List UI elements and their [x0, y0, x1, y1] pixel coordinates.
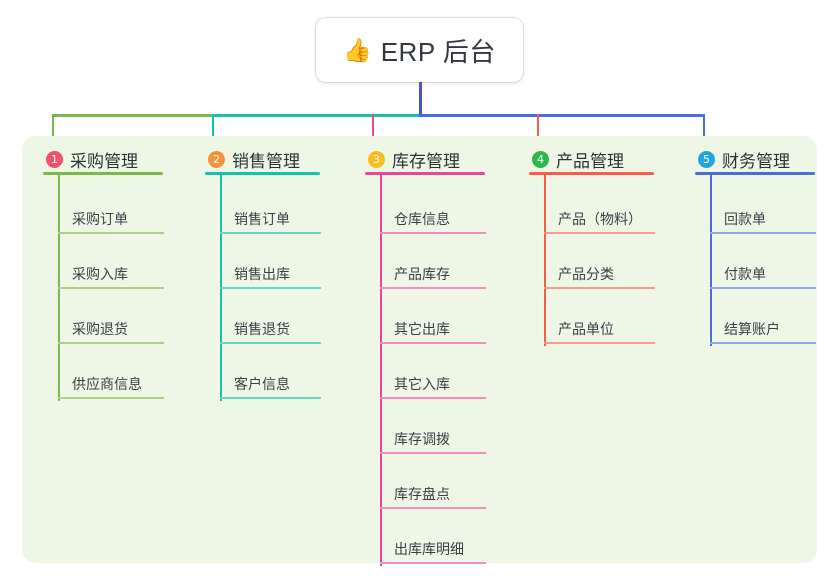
branch-heading-rule: [695, 172, 815, 175]
leaf-label: 销售退货: [234, 321, 290, 337]
leaf-item[interactable]: 销售出库: [220, 263, 321, 289]
leaf-rule: [544, 287, 655, 289]
root-title: ERP 后台: [380, 36, 496, 67]
leaf-rule: [220, 287, 321, 289]
leaf-rule: [710, 287, 816, 289]
leaf-label: 采购订单: [72, 211, 128, 227]
leaf-label: 产品单位: [558, 321, 614, 337]
leaf-rule: [58, 287, 164, 289]
leaf-item[interactable]: 回款单: [710, 208, 816, 234]
branch-heading-label: 销售管理: [232, 151, 300, 171]
leaf-label: 结算账户: [724, 321, 780, 337]
leaf-label: 产品库存: [394, 266, 450, 282]
branch-number-badge: 5: [698, 150, 715, 168]
leaf-label: 采购入库: [72, 266, 128, 282]
trunk-segment-indigo: [419, 114, 705, 117]
leaf-label: 销售出库: [234, 266, 290, 282]
leaf-label: 回款单: [724, 211, 766, 227]
leaf-item[interactable]: 结算账户: [710, 318, 816, 344]
leaf-item[interactable]: 客户信息: [220, 373, 321, 399]
branch-heading-rule: [529, 172, 654, 175]
leaf-label: 供应商信息: [72, 376, 142, 392]
thumbs-up-icon: 👍: [343, 36, 372, 63]
leaf-item[interactable]: 采购订单: [58, 208, 164, 234]
leaf-rule: [380, 507, 486, 509]
leaf-label: 出库库明细: [394, 541, 464, 557]
leaf-label: 销售订单: [234, 211, 290, 227]
leaf-label: 付款单: [724, 266, 766, 282]
leaf-item[interactable]: 库存盘点: [380, 483, 486, 509]
leaf-item[interactable]: 仓库信息: [380, 208, 486, 234]
leaf-label: 其它入库: [394, 376, 450, 392]
branch-number-badge: 3: [368, 150, 385, 168]
root-node[interactable]: 👍 ERP 后台: [316, 18, 523, 82]
branch-number-badge: 4: [532, 150, 549, 168]
branch-heading-rule: [205, 172, 320, 175]
branch-heading-采购管理[interactable]: 1 采购管理: [30, 146, 138, 172]
leaf-label: 采购退货: [72, 321, 128, 337]
branch-panel: 1 采购管理采购订单采购入库采购退货供应商信息 2 销售管理销售订单销售出库销售退货客…: [22, 136, 817, 566]
leaf-item[interactable]: 产品库存: [380, 263, 486, 289]
leaf-item[interactable]: 产品分类: [544, 263, 655, 289]
branch-heading-产品管理[interactable]: 4 产品管理: [516, 146, 624, 172]
leaf-label: 库存调拨: [394, 431, 450, 447]
leaf-rule: [380, 287, 486, 289]
branch-spine: [710, 174, 712, 346]
leaf-item[interactable]: 其它出库: [380, 318, 486, 344]
branch-heading-label: 采购管理: [70, 151, 138, 171]
root-stem: [419, 82, 422, 117]
leaf-rule: [380, 397, 486, 399]
leaf-rule: [220, 397, 321, 399]
leaf-rule: [220, 342, 321, 344]
trunk-segment-teal: [212, 114, 422, 117]
branch-number-badge: 2: [208, 150, 225, 168]
leaf-item[interactable]: 出库库明细: [380, 538, 486, 564]
leaf-rule: [380, 232, 486, 234]
leaf-rule: [220, 232, 321, 234]
leaf-item[interactable]: 供应商信息: [58, 373, 164, 399]
branch-number-badge: 1: [46, 150, 63, 168]
leaf-rule: [380, 342, 486, 344]
leaf-rule: [710, 232, 816, 234]
leaf-item[interactable]: 付款单: [710, 263, 816, 289]
trunk-segment-green: [52, 114, 214, 117]
branch-spine: [380, 174, 382, 566]
leaf-item[interactable]: 销售订单: [220, 208, 321, 234]
leaf-rule: [380, 452, 486, 454]
branch-heading-库存管理[interactable]: 3 库存管理: [352, 146, 460, 172]
leaf-rule: [544, 342, 655, 344]
branch-heading-销售管理[interactable]: 2 销售管理: [192, 146, 300, 172]
leaf-item[interactable]: 库存调拨: [380, 428, 486, 454]
branch-heading-label: 财务管理: [722, 151, 790, 171]
branch-heading-label: 产品管理: [556, 151, 624, 171]
branch-spine: [544, 174, 546, 346]
leaf-item[interactable]: 其它入库: [380, 373, 486, 399]
leaf-label: 产品（物料）: [558, 211, 642, 227]
leaf-item[interactable]: 产品单位: [544, 318, 655, 344]
leaf-label: 客户信息: [234, 376, 290, 392]
leaf-item[interactable]: 销售退货: [220, 318, 321, 344]
branch-heading-label: 库存管理: [392, 151, 460, 171]
leaf-rule: [58, 397, 164, 399]
leaf-label: 仓库信息: [394, 211, 450, 227]
leaf-rule: [58, 342, 164, 344]
branch-heading-财务管理[interactable]: 5 财务管理: [682, 146, 790, 172]
leaf-label: 其它出库: [394, 321, 450, 337]
leaf-item[interactable]: 产品（物料）: [544, 208, 655, 234]
leaf-rule: [710, 342, 816, 344]
leaf-rule: [58, 232, 164, 234]
leaf-rule: [544, 232, 655, 234]
leaf-item[interactable]: 采购入库: [58, 263, 164, 289]
branch-heading-rule: [365, 172, 485, 175]
leaf-label: 库存盘点: [394, 486, 450, 502]
leaf-item[interactable]: 采购退货: [58, 318, 164, 344]
leaf-rule: [380, 562, 486, 564]
leaf-label: 产品分类: [558, 266, 614, 282]
branch-heading-rule: [43, 172, 163, 175]
